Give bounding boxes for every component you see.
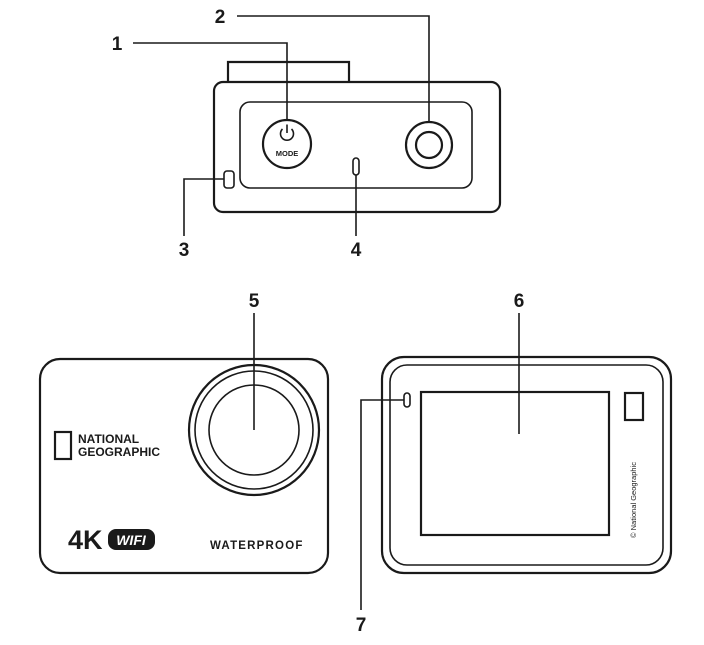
callout-5: 5 <box>249 291 260 312</box>
power-icon <box>279 124 295 141</box>
wifi-badge <box>108 529 155 550</box>
callout-4: 4 <box>351 240 362 261</box>
front-view: NATIONAL GEOGRAPHIC 4K WIFI WATERPROOF <box>38 357 330 575</box>
label-waterproof: WATERPROOF <box>210 540 304 552</box>
back-square-mark <box>623 391 645 422</box>
leader-lines <box>133 15 520 610</box>
mode-label: MODE <box>276 149 299 158</box>
leader-3 <box>183 178 224 236</box>
label-wifi: WIFI <box>116 532 147 548</box>
top-indicator-light <box>352 157 360 176</box>
top-view-body <box>212 80 502 214</box>
back-view: © National Geographic <box>380 355 673 575</box>
leader-1 <box>133 42 288 120</box>
national-geographic-logo: NATIONAL GEOGRAPHIC <box>53 430 160 461</box>
brand-line-1: NATIONAL <box>78 432 139 446</box>
leader-7 <box>360 399 404 610</box>
top-mount-tab <box>226 60 351 82</box>
top-view: MODE <box>212 60 502 214</box>
callout-3: 3 <box>179 240 190 261</box>
back-view-outer-body <box>380 355 673 575</box>
brand-line-2: GEOGRAPHIC <box>78 445 160 459</box>
callout-6: 6 <box>514 291 525 312</box>
back-view-inner-body <box>389 364 664 566</box>
callout-1: 1 <box>112 34 123 55</box>
power-mode-button[interactable]: MODE <box>261 118 313 170</box>
leader-2 <box>237 15 430 122</box>
callout-numbers: 1 2 3 4 5 6 7 <box>112 7 525 636</box>
back-indicator-light <box>403 392 411 408</box>
side-indicator-light <box>223 170 235 189</box>
callout-7: 7 <box>356 615 367 636</box>
shutter-button[interactable] <box>404 120 454 170</box>
label-4k: 4K <box>68 525 103 555</box>
lcd-screen <box>419 390 611 537</box>
copyright-text: © National Geographic <box>629 462 638 538</box>
callout-2: 2 <box>215 7 226 28</box>
front-view-body <box>38 357 330 575</box>
